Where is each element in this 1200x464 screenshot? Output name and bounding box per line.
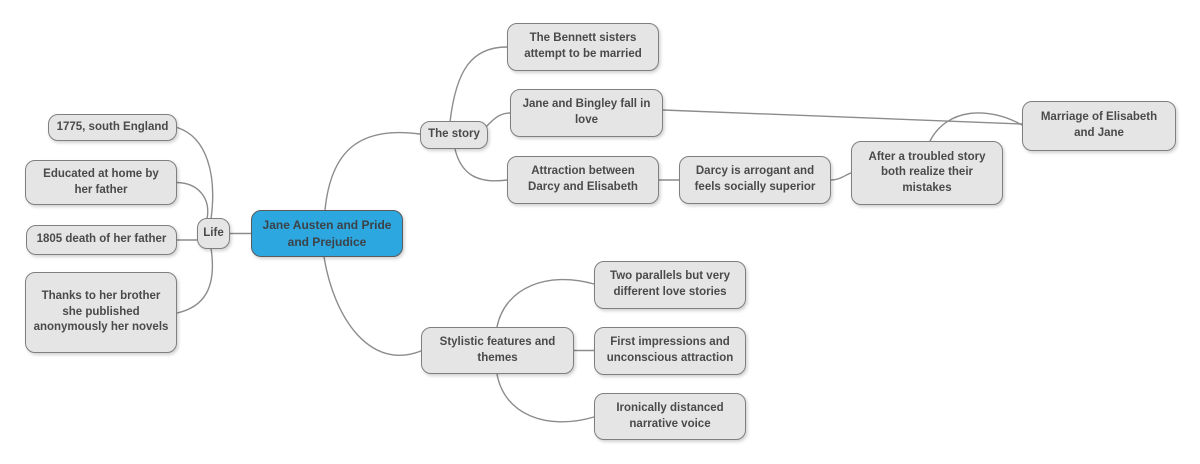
node-label: Thanks to her brother she published anon… bbox=[33, 290, 169, 334]
node-label: After a troubled story both realize thei… bbox=[868, 150, 986, 194]
node-label: The story bbox=[428, 128, 480, 141]
mindmap-node-troubled[interactable]: After a troubled story both realize thei… bbox=[851, 141, 1003, 205]
node-label: The Bennett sisters attempt to be marrie… bbox=[524, 32, 642, 60]
node-label: Jane and Bingley fall in love bbox=[522, 98, 651, 126]
edge-style-ironic bbox=[496, 373, 595, 423]
node-label: Attraction between Darcy and Elisabeth bbox=[528, 165, 638, 193]
edge-life-born bbox=[176, 126, 214, 220]
node-label: Stylistic features and themes bbox=[439, 335, 556, 364]
edge-story-attraction bbox=[454, 148, 508, 182]
node-label: Two parallels but very different love st… bbox=[610, 270, 730, 298]
mindmap-node-bennett[interactable]: The Bennett sisters attempt to be marrie… bbox=[507, 23, 659, 71]
node-label: Ironically distanced narrative voice bbox=[616, 401, 724, 430]
node-label: First impressions and unconscious attrac… bbox=[606, 336, 734, 364]
edge-story-bennett bbox=[449, 46, 508, 123]
edge-life-published bbox=[176, 247, 214, 314]
mindmap-node-educated[interactable]: Educated at home by her father bbox=[25, 160, 177, 205]
edge-life-educated bbox=[176, 181, 209, 220]
mindmap-node-story[interactable]: The story bbox=[420, 121, 488, 149]
mindmap-node-jane-bingley[interactable]: Jane and Bingley fall in love bbox=[510, 89, 663, 137]
edge-story-jane-bingley bbox=[485, 112, 511, 128]
mindmap-node-style[interactable]: Stylistic features and themes bbox=[421, 327, 574, 374]
edge-root-style bbox=[323, 256, 422, 356]
node-label: Darcy is arrogant and feels socially sup… bbox=[694, 165, 816, 193]
node-label: Life bbox=[203, 226, 224, 239]
mindmap-node-darcy[interactable]: Darcy is arrogant and feels socially sup… bbox=[679, 156, 831, 204]
edge-jane-bingley-marriage bbox=[662, 109, 1023, 125]
mindmap-node-root[interactable]: Jane Austen and Pride and Prejudice bbox=[251, 210, 403, 257]
edge-darcy-troubled bbox=[830, 172, 852, 181]
node-label: Jane Austen and Pride and Prejudice bbox=[262, 218, 392, 249]
node-label: Educated at home by her father bbox=[43, 167, 159, 196]
mindmap-node-first-impressions[interactable]: First impressions and unconscious attrac… bbox=[594, 327, 746, 375]
edge-style-two-parallels bbox=[496, 278, 595, 328]
mindmap-node-ironic[interactable]: Ironically distanced narrative voice bbox=[594, 393, 746, 440]
mindmap-node-attraction[interactable]: Attraction between Darcy and Elisabeth bbox=[507, 156, 659, 204]
mindmap-node-death[interactable]: 1805 death of her father bbox=[26, 225, 177, 255]
mindmap-node-published[interactable]: Thanks to her brother she published anon… bbox=[25, 272, 177, 353]
mindmap-node-marriage[interactable]: Marriage of Elisabeth and Jane bbox=[1022, 101, 1176, 151]
mindmap-node-two-parallels[interactable]: Two parallels but very different love st… bbox=[594, 261, 746, 309]
node-label: 1805 death of her father bbox=[36, 233, 167, 246]
edge-root-story bbox=[324, 131, 421, 211]
edge-troubled-marriage bbox=[929, 112, 1023, 142]
mindmap-node-life[interactable]: Life bbox=[197, 218, 230, 249]
node-label: Marriage of Elisabeth and Jane bbox=[1040, 111, 1158, 139]
mindmap-node-born[interactable]: 1775, south England bbox=[48, 114, 177, 141]
node-label: 1775, south England bbox=[56, 120, 169, 133]
